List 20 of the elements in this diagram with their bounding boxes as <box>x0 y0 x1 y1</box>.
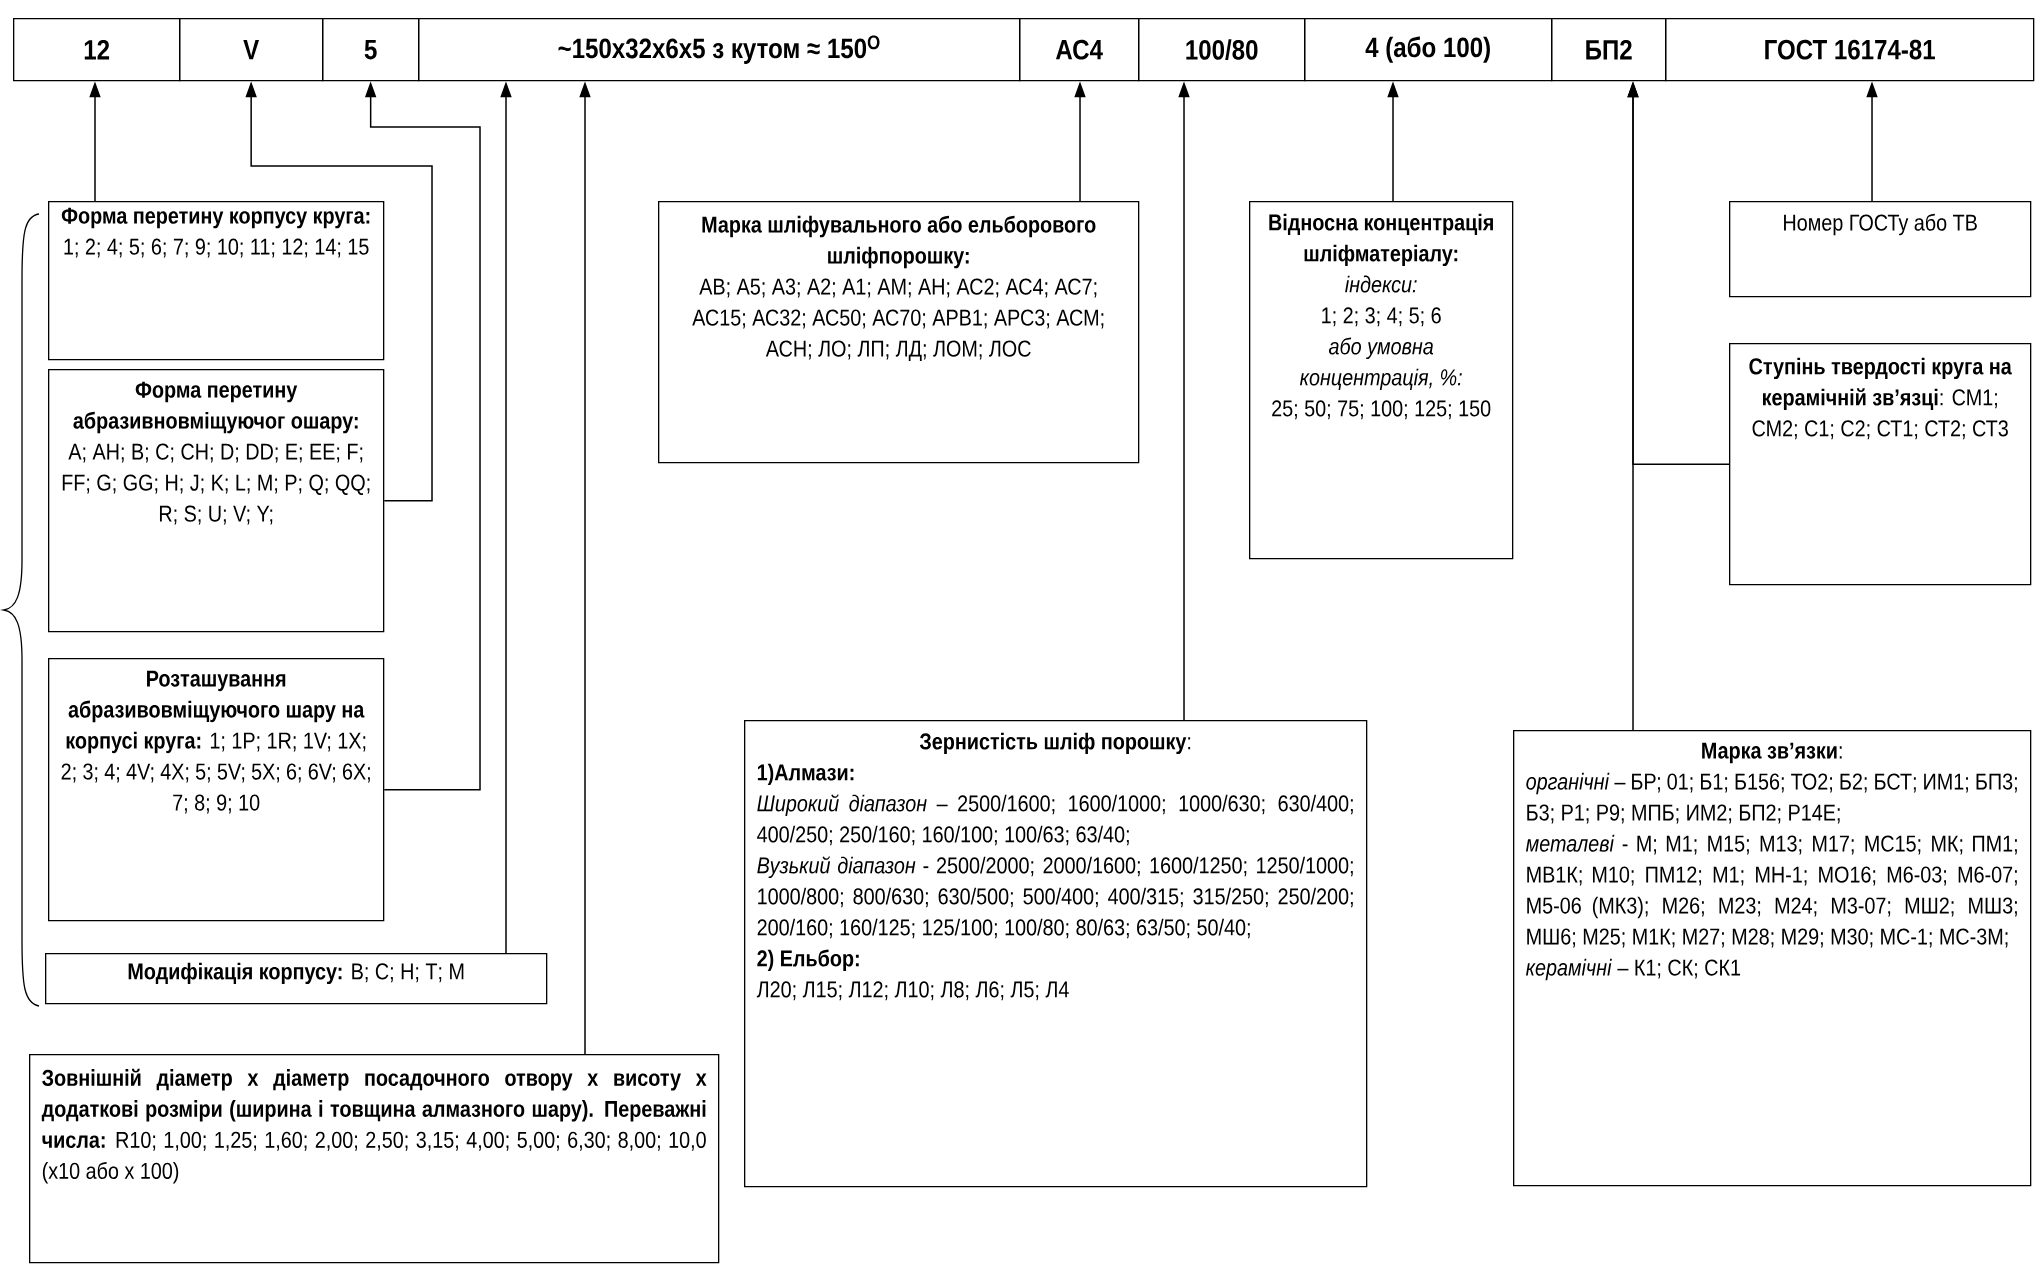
designation-cell: V <box>179 18 324 82</box>
designation-cell: 100/80 <box>1138 18 1306 82</box>
description-box: Зернистість шліф порошку: 1)Алмази: Широкий діапазон – 2500/1600; 1600/1000; 1000/630; 630/400; 400/250; 250/160; 160/100; 100/63; 63/40; Вузький діапазон - 2500/2000; 2000/1600; 1600/1250; 1250/1000; 1000/800; 800/630; 630/500; 500/400; 400/315; 315/250; 250/200; 200/160; 160/125; 125/100; 100/80; 80/63; 63/50; 50/40; 2) Ельбор: Л20; Л15; Л12; Л10; Л8; Л6; Л5; Л4 <box>744 720 1368 1188</box>
description-box: Ступінь твердості круга на керамічній зв’язці: СМ1; СМ2; С1; С2; СТ1; СТ2; СТ3 <box>1729 343 2032 586</box>
description-box: Номер ГОСТу або ТВ <box>1729 201 2032 298</box>
designation-cell: 5 <box>322 18 420 82</box>
description-box: Розташування абразивовміщуючого шару на корпусі круга: 1; 1P; 1R; 1V; 1X; 2; 3; 4; 4V; 4X; 5; 5V; 5X; 6; 6V; 6X; 7; 8; 9; 10 <box>48 658 385 922</box>
description-box: Форма перетину корпусу круга: 1; 2; 4; 5; 6; 7; 9; 10; 11; 12; 14; 15 <box>48 201 385 361</box>
description-box: Модифікація корпусу: В; С; Н; Т; М <box>45 953 548 1005</box>
designation-cell: 4 (або 100) <box>1304 18 1553 82</box>
designation-cell: БП2 <box>1551 18 1667 82</box>
description-box: Зовнішній діаметр х діаметр посадочного отвору х висоту х додаткові розміри (ширина і товщина алмазного шару). Переважні числа: R10; 1,00; 1,25; 1,60; 2,00; 2,50; 3,15; 4,00; 5,00; 6,30; 8,00; 10,0 (х10 або х 100) <box>29 1054 720 1264</box>
designation-cell: ГОСТ 16174-81 <box>1665 18 2035 82</box>
designation-cell: АС4 <box>1019 18 1140 82</box>
description-box: Форма перетину абразивновміщуючог ошару: A; AH; B; C; CH; D; DD; E; EE; F; FF; G; GG; H; J; K; L; M; P; Q; QQ; R; S; U; V; Y; <box>48 369 385 633</box>
description-box: Марка шліфувального або ельборового шліфпорошку: АВ; А5; А3; А2; А1; АМ; АН; АС2; АС4; АС7; АС15; АС32; АС50; АС70; АРВ1; АРС3; АСМ; АСН; ЛО; ЛП; ЛД; ЛОМ; ЛОС <box>658 201 1140 464</box>
designation-cell: ~150x32x6x5 з кутом ≈ 150$^{O}$ <box>418 18 1021 82</box>
description-box: Марка зв’язки: органічні – БР; 01; Б1; Б156; ТО2; Б2; БСТ; ИМ1; БП3; Б3; Р1; Р9; МПБ; ИМ2; БП2; Р14Е; металеві - М; М1; М15; М13; М17; МС15; МК; ПМ1; МВ1К; М10; ПМ12; М1; МН-1; МО16; М6-03; М6-07; М5-06 (МК3); М26; М23; М24; М3-07; МШ2; МШ3; МШ6; М25; М1К; М27; М28; М29; М30; МС-1; МС-3М; керамічні – К1; СК; СК1 <box>1513 730 2032 1187</box>
description-box: Відносна концентрація шліфматеріалу: індекси: 1; 2; 3; 4; 5; 6 або умовна концентрація, %: 25; 50; 75; 100; 125; 150 <box>1249 201 1514 560</box>
designation-cell: 12 <box>13 18 181 82</box>
